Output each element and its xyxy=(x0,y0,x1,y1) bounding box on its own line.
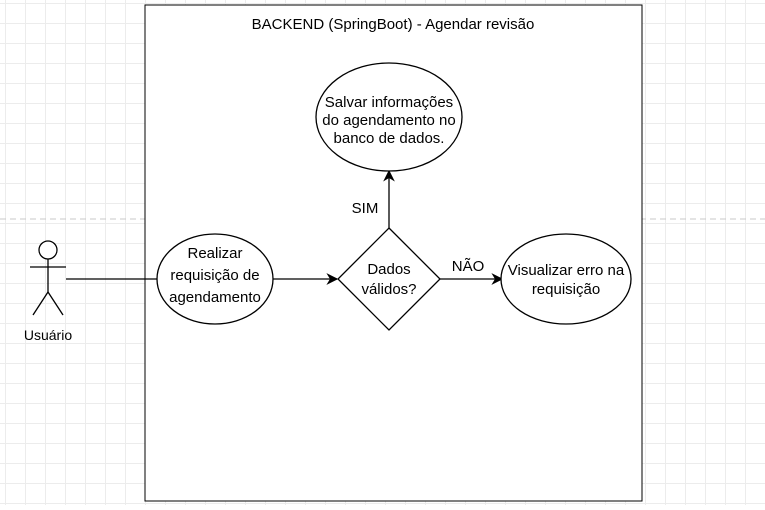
actor-head xyxy=(38,240,58,260)
decision-dados-validos[interactable] xyxy=(337,227,441,331)
edge-sim-label: SIM xyxy=(352,200,379,217)
actor-label: Usuário xyxy=(24,327,72,343)
usecase-visualizar-erro[interactable] xyxy=(500,233,632,325)
actor-usuario[interactable] xyxy=(30,240,66,316)
usecase-salvar-line-2: do agendamento no xyxy=(322,112,455,129)
usecase-salvar-line-1: Salvar informações xyxy=(325,94,453,111)
usecase-erro-line-2: requisição xyxy=(532,281,600,298)
actor-left-leg xyxy=(32,291,49,316)
usecase-realizar-line-2: requisição de xyxy=(170,267,259,284)
decision-line-2: válidos? xyxy=(361,281,416,298)
usecase-salvar-line-3: banco de dados. xyxy=(334,130,445,147)
usecase-erro-line-1: Visualizar erro na xyxy=(508,262,625,279)
actor-right-leg xyxy=(47,291,64,316)
usecase-realizar-line-1: Realizar xyxy=(187,245,242,262)
edge-nao-label: NÃO xyxy=(452,258,485,275)
usecase-realizar-line-3: agendamento xyxy=(169,289,261,306)
usecase-salvar-informacoes[interactable] xyxy=(315,62,463,172)
decision-line-1: Dados xyxy=(367,261,410,278)
system-boundary-title: BACKEND (SpringBoot) - Agendar revisão xyxy=(252,16,535,33)
